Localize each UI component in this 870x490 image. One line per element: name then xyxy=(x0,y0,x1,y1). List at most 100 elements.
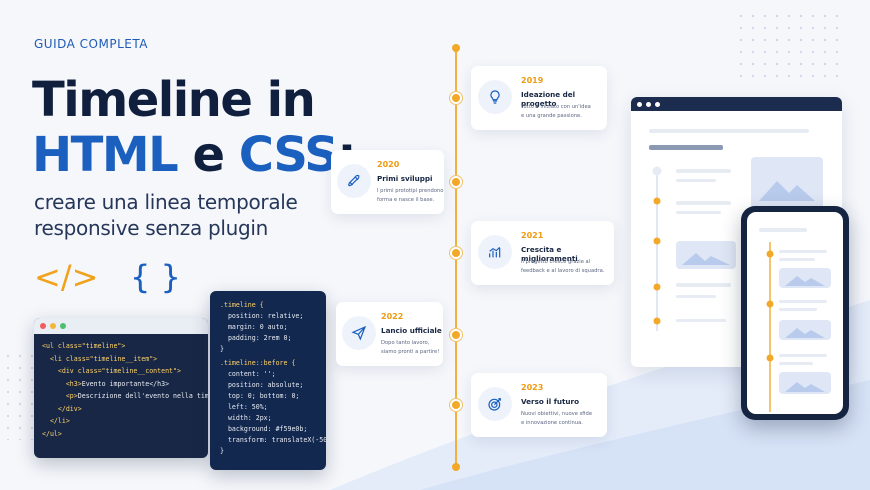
card-year: 2022 xyxy=(381,312,404,321)
page-title-line1: Timeline in xyxy=(32,72,316,128)
skeleton-line xyxy=(676,201,731,205)
css-declaration: position: absolute; xyxy=(220,381,304,389)
card-desc-line1: Tutto è iniziato con un'idea xyxy=(521,104,591,110)
browser-mockup xyxy=(631,97,842,367)
code-tag: </ul> xyxy=(42,429,62,438)
code-line: <p>Descrizione dell'evento nella timelin… xyxy=(42,390,208,403)
css-declaration: width: 2px; xyxy=(220,414,272,422)
card-year: 2020 xyxy=(377,160,400,169)
window-dot-yellow xyxy=(50,323,56,329)
code-tag: <p> xyxy=(65,392,78,400)
card-desc-line2: feedback e al lavoro di squadra. xyxy=(521,268,605,274)
code-line: position: relative; xyxy=(220,311,326,322)
code-line: } xyxy=(220,446,326,457)
card-desc-line1: Nuovi obiettivi, nuove sfide xyxy=(521,411,593,417)
skeleton-line xyxy=(676,169,731,173)
code-text: Descrizione dell'evento nella timeline.<… xyxy=(77,392,208,400)
card-desc-line2: forma e nasce il base. xyxy=(377,197,435,203)
window-dot xyxy=(646,101,651,107)
skeleton-line xyxy=(779,362,813,365)
card-title: Ideazione del progetto xyxy=(521,90,576,108)
mockup-timeline xyxy=(652,166,662,331)
skeleton-heading xyxy=(649,145,723,150)
skeleton-line xyxy=(779,300,827,303)
html-code-block: <ul class="timeline"> <li class="timelin… xyxy=(34,334,208,440)
css-declaration: } xyxy=(220,447,224,455)
timeline-node xyxy=(450,329,462,341)
image-placeholder xyxy=(779,320,831,340)
timeline-node xyxy=(450,399,462,411)
card-desc-line1: Il progetto cresce grazie al xyxy=(521,259,591,265)
skeleton-line xyxy=(676,319,726,322)
code-line: <h3>Evento importante</h3> xyxy=(42,378,208,391)
chart-icon xyxy=(478,235,512,269)
target-icon xyxy=(478,387,512,421)
card-title: Primi sviluppi xyxy=(377,174,433,183)
card-title: Verso il futuro xyxy=(521,397,580,406)
code-line: .timeline::before { xyxy=(220,358,326,369)
timeline-node xyxy=(450,247,462,259)
skeleton-line xyxy=(779,354,827,357)
css-declaration: margin: 0 auto; xyxy=(220,323,288,331)
subtitle-line2: responsive senza plugin xyxy=(34,216,269,240)
timeline-node xyxy=(450,176,462,188)
code-line: <div class="timeline__content"> xyxy=(42,365,208,378)
code-text: Evento importante</h3> xyxy=(81,379,170,388)
card-desc-line2: e innovazione continua. xyxy=(521,420,583,426)
code-tag: <li class="timeline__item"> xyxy=(49,354,158,363)
code-line: </ul> xyxy=(42,428,208,441)
card-desc-line2: e una grande passione. xyxy=(521,113,582,119)
skeleton-line xyxy=(649,129,809,133)
window-dot-red xyxy=(40,323,46,329)
timeline-card-2020: 2020 Primi sviluppi I primi prototipi pr… xyxy=(331,150,444,214)
css-declaration: content: ''; xyxy=(220,370,276,378)
css-declaration: } xyxy=(220,345,224,353)
card-desc-line1: Dopo tanto lavoro, xyxy=(381,340,430,346)
code-line: margin: 0 auto; xyxy=(220,322,326,333)
code-line: top: 0; bottom: 0; xyxy=(220,391,326,402)
code-line: content: ''; xyxy=(220,369,326,380)
paper-plane-icon xyxy=(342,316,376,350)
code-tag: </li> xyxy=(49,417,70,425)
code-line: } xyxy=(220,344,326,355)
timeline-card-2019: 2019 Ideazione del progetto Tutto è iniz… xyxy=(471,66,607,130)
code-tag: </div> xyxy=(57,404,82,413)
card-year: 2021 xyxy=(521,231,544,240)
phone-screen xyxy=(747,212,843,414)
window-titlebar xyxy=(34,318,208,334)
timeline-node xyxy=(450,92,462,104)
card-year: 2019 xyxy=(521,76,544,85)
eyebrow-label: GUIDA COMPLETA xyxy=(34,37,148,51)
skeleton-line xyxy=(779,308,817,311)
code-tag: <h3> xyxy=(65,379,82,388)
code-tag: <ul class="timeline"> xyxy=(42,342,126,350)
timeline-card-2023: 2023 Verso il futuro Nuovi obiettivi, nu… xyxy=(471,373,607,437)
image-placeholder xyxy=(779,372,831,394)
code-line: .timeline { xyxy=(220,300,326,311)
skeleton-line xyxy=(676,179,716,182)
code-line: transform: translateX(-50%); xyxy=(220,435,326,446)
window-dot xyxy=(655,101,660,107)
skeleton-line xyxy=(676,295,716,298)
decorative-dots xyxy=(735,10,845,80)
image-placeholder xyxy=(676,241,736,269)
code-line: <li class="timeline__item"> xyxy=(42,353,208,366)
css-code-block: .timeline { position: relative; margin: … xyxy=(210,291,326,457)
timeline-end-dot xyxy=(452,463,460,471)
image-placeholder xyxy=(779,268,831,288)
css-declaration: left: 50%; xyxy=(220,403,268,411)
css-braces-glyph: { } xyxy=(130,258,181,296)
css-declaration: position: relative; xyxy=(220,312,304,320)
skeleton-line xyxy=(779,258,815,261)
image-placeholder xyxy=(751,157,823,209)
card-year: 2023 xyxy=(521,383,544,392)
skeleton-line xyxy=(676,211,721,214)
window-dot-green xyxy=(60,323,66,329)
css-declaration: padding: 2rem 0; xyxy=(220,334,292,342)
code-line: position: absolute; xyxy=(220,380,326,391)
phone-mockup xyxy=(741,206,849,420)
phone-timeline xyxy=(766,242,774,412)
code-line: padding: 2rem 0; xyxy=(220,333,326,344)
page-title-line2: HTML e CSS: xyxy=(32,127,357,183)
browser-titlebar xyxy=(631,97,842,111)
